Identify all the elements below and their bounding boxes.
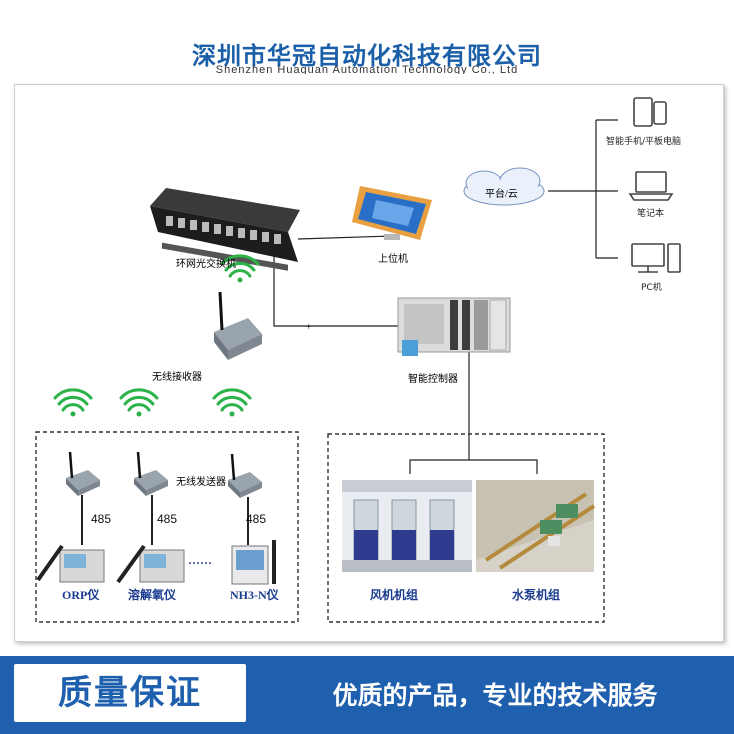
link-switch-host — [297, 235, 393, 240]
smart-controller-device — [397, 297, 511, 356]
link-equipment-split — [409, 459, 538, 474]
sensor-group-box — [35, 431, 299, 623]
transmitter-2 — [134, 451, 168, 496]
quality-badge-text: 质量保证 — [58, 673, 202, 713]
wifi-icon-sensor-3 — [212, 388, 252, 412]
equipment-group-box — [327, 433, 605, 623]
footer-slogan: 优质的产品，专业的技术服务 — [332, 681, 658, 710]
do-meter-label: 溶解氧仪 — [128, 588, 177, 602]
wifi-icon-sensor-1 — [53, 388, 93, 412]
dots-label: ······ — [188, 556, 213, 570]
wireless-receiver-device — [214, 291, 262, 360]
nh3n-meter — [231, 540, 276, 585]
link-485-a: 485 — [91, 512, 112, 526]
pump-group-label: 水泵机组 — [512, 588, 561, 602]
host-pc-label: 上位机 — [378, 254, 408, 265]
link-switch-controller — [273, 255, 398, 327]
company-name: 深圳市华冠自动化科技有限公司 — [192, 42, 542, 70]
transmitter-1 — [66, 451, 100, 496]
laptop-icon — [628, 171, 674, 201]
ring-switch-label: 环网光交换机 — [176, 259, 236, 270]
host-monitor — [352, 186, 432, 240]
phone-tablet-label: 智能手机/平板电脑 — [606, 137, 682, 147]
smart-controller-label: 智能控制器 — [408, 374, 458, 385]
link-485-c: 485 — [246, 512, 267, 526]
orp-meter — [36, 544, 105, 583]
wireless-transmitter-label: 无线发送器 — [176, 477, 226, 488]
cloud-shape — [463, 167, 545, 206]
company-name-en: Shenzhen Huaguan Automation Technology C… — [215, 64, 519, 74]
plus-label: + — [306, 322, 312, 333]
fan-group-label: 风机机组 — [370, 588, 419, 602]
pc-icon — [631, 243, 681, 273]
nh3n-label: NH3-N仪 — [230, 588, 279, 602]
laptop-label: 笔记本 — [637, 209, 665, 219]
fan-group-photo — [342, 480, 472, 572]
transmitter-3 — [228, 453, 262, 498]
pc-label: PC机 — [641, 283, 662, 293]
quality-badge — [14, 664, 246, 722]
wifi-icon-receiver — [220, 254, 260, 278]
cloud-label: 平台/云 — [485, 189, 518, 200]
do-meter — [116, 544, 185, 584]
link-485-b: 485 — [157, 512, 178, 526]
wifi-icon-sensor-2 — [119, 388, 159, 412]
phone-tablet-icon — [633, 97, 667, 127]
pump-group-photo — [476, 480, 596, 572]
wireless-receiver-label: 无线接收器 — [152, 372, 202, 383]
orp-label: ORP仪 — [62, 588, 100, 602]
